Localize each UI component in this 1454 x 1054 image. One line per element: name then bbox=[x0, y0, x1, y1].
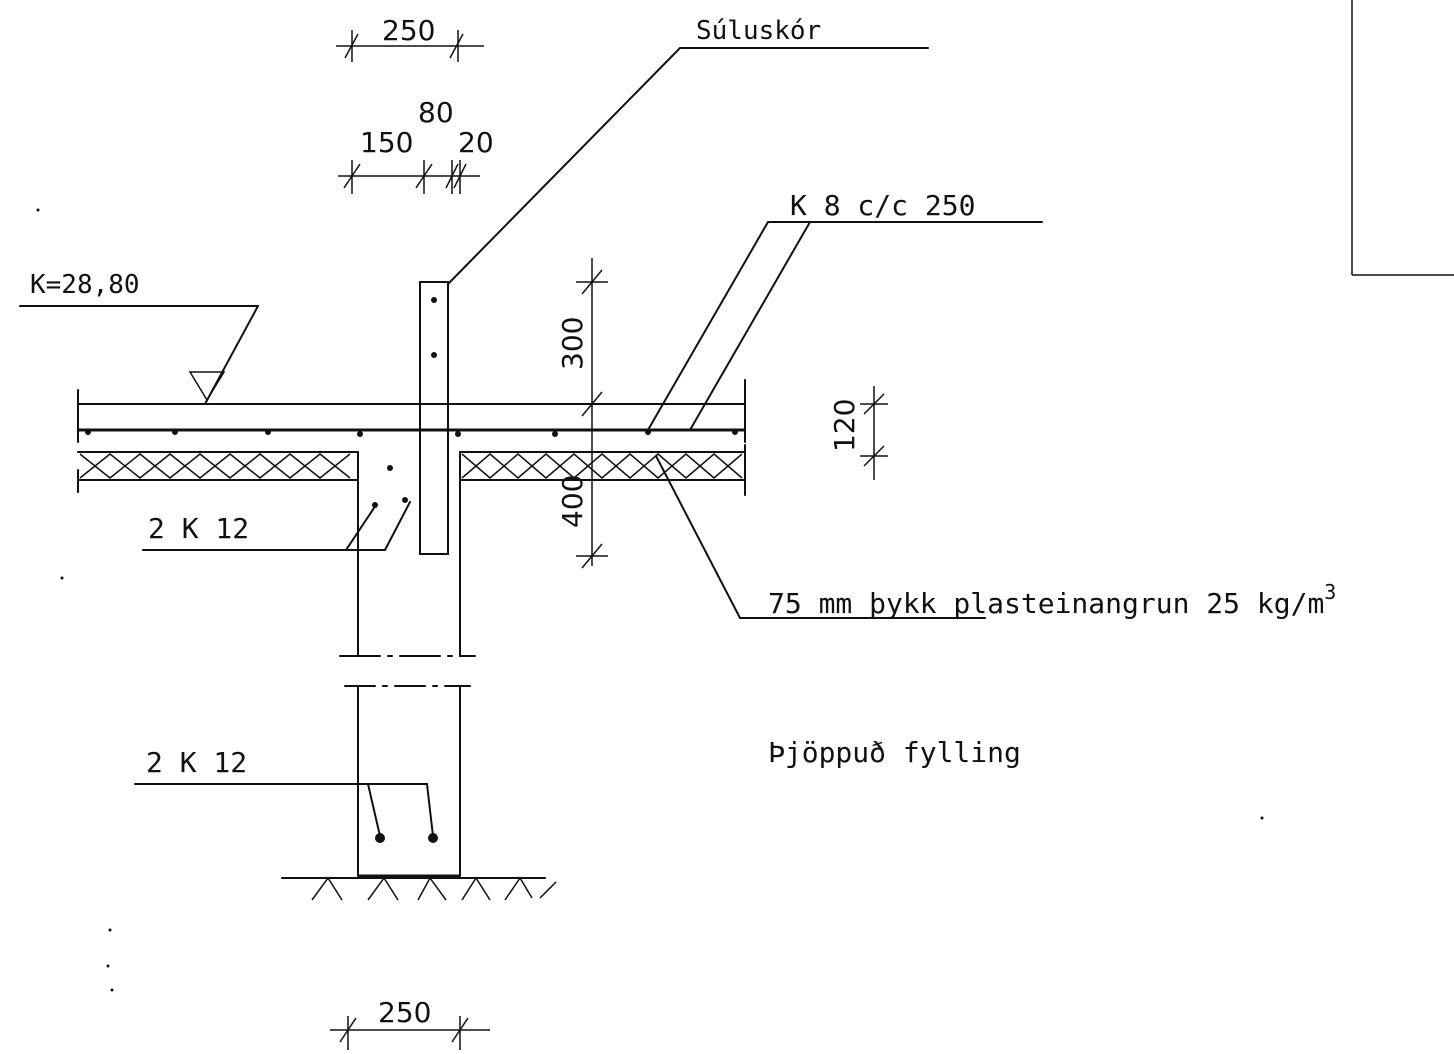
dim-vertical-300-400: 300 400 bbox=[556, 258, 608, 569]
title-block-frame bbox=[1351, 0, 1454, 276]
insulation-leader: 75 mm þykk plasteinangrun 25 kg/m3 bbox=[655, 455, 1336, 620]
dim-bottom-250-label: 250 bbox=[378, 996, 431, 1029]
column-shoe bbox=[419, 281, 449, 555]
column-shoe-label: Súluskór bbox=[696, 16, 821, 46]
elevation-label: K=28,80 bbox=[30, 270, 140, 300]
upper-rebar-label: 2 K 12 bbox=[148, 512, 249, 545]
dim-400-label: 400 bbox=[556, 475, 589, 528]
dim-120-label: 120 bbox=[828, 399, 861, 452]
dim-vertical-120: 120 bbox=[828, 386, 888, 480]
insulation-layer bbox=[77, 444, 746, 496]
dim-150-80-20: 80 150 20 bbox=[338, 96, 494, 194]
dim-20-label: 20 bbox=[458, 126, 494, 159]
lower-rebar-leader: 2 K 12 bbox=[134, 746, 434, 837]
column-shoe-leader: Súluskór bbox=[447, 16, 929, 285]
dim-bottom-250: 250 bbox=[330, 996, 490, 1050]
slab-rebar-label: K 8 c/c 250 bbox=[790, 189, 975, 222]
dim-80-label: 80 bbox=[418, 96, 454, 129]
foundation-wall bbox=[339, 451, 476, 878]
lower-rebar-label: 2 K 12 bbox=[146, 746, 247, 779]
insulation-label: 75 mm þykk plasteinangrun 25 kg/m3 bbox=[768, 580, 1336, 620]
slab-rebar-leader: K 8 c/c 250 bbox=[647, 189, 1043, 431]
dim-top-250: 250 bbox=[336, 14, 484, 62]
dim-top-250-label: 250 bbox=[382, 14, 435, 47]
dim-300-label: 300 bbox=[556, 317, 589, 370]
fill-label: Þjöppuð fylling bbox=[768, 736, 1021, 769]
ground-line bbox=[281, 876, 557, 901]
elevation-marker: K=28,80 bbox=[19, 270, 259, 405]
slab-rebar-dots bbox=[85, 429, 738, 437]
scan-marks bbox=[36, 208, 1264, 992]
floor-slab bbox=[77, 379, 746, 443]
upper-rebar-leader: 2 K 12 bbox=[142, 501, 411, 551]
dim-150-label: 150 bbox=[360, 126, 413, 159]
